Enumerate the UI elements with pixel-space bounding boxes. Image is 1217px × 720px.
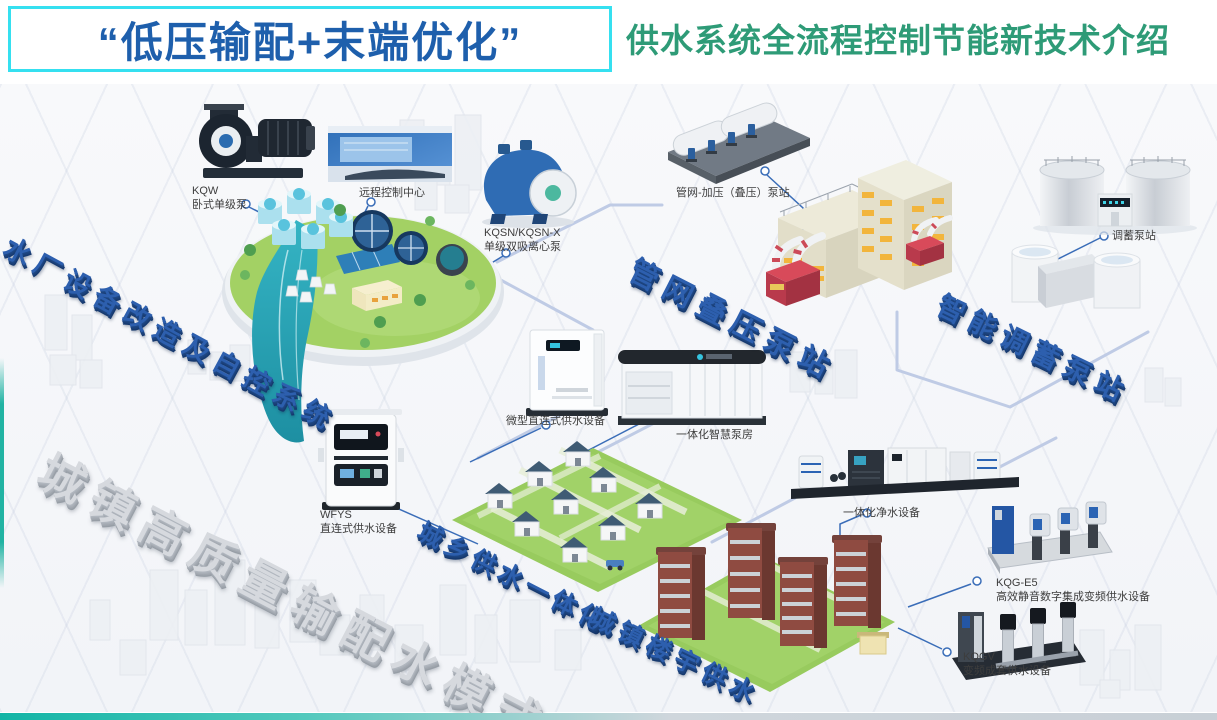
label-smart-pump-house: 一体化智慧泵房: [676, 428, 753, 442]
label-pressurized-station-desc: 管网-加压（叠压）泵站: [676, 187, 790, 199]
label-kqg-e5-desc: 高效静音数字集成变频供水设备: [996, 591, 1150, 604]
label-wfys: WFYS 直连式供水设备: [320, 508, 397, 537]
page-title: 供水系统全流程控制节能新技术介绍: [626, 22, 1170, 59]
label-kqgv-desc: 变频成套供水设备: [963, 665, 1051, 678]
apartments-art: [638, 523, 895, 692]
label-kqgv-model: KQGV: [963, 651, 995, 663]
label-kqg-e5: KQG-E5 高效静音数字集成变频供水设备: [996, 576, 1150, 605]
network-station-buildings-art: [766, 160, 953, 306]
label-micro-direct-desc: 微型直连式供水设备: [506, 415, 605, 427]
label-wfys-model: WFYS: [320, 509, 352, 521]
label-kqw-desc: 卧式单级泵: [192, 199, 247, 212]
kqw-pump-art: [199, 104, 315, 178]
label-purification: 一体化净水设备: [843, 506, 920, 520]
bottom-accent-bar: [0, 713, 1217, 720]
label-kqgv: KQGV 变频成套供水设备: [963, 650, 1051, 679]
pressurized-station-art: [668, 102, 810, 184]
title-badge: “低压输配+末端优化”: [8, 6, 612, 72]
micro-direct-cabinet-art: [526, 329, 608, 416]
label-purification-desc: 一体化净水设备: [843, 507, 920, 519]
smart-pump-house-art: [618, 350, 766, 425]
label-kqsn: KQSN/KQSN-X 单级双吸离心泵: [484, 226, 561, 255]
kqg-e5-pump-set-art: [987, 501, 1113, 574]
wfys-cabinet-art: [318, 409, 404, 510]
kqsn-pump-art: [482, 140, 577, 228]
remote-control-room-art: [328, 126, 452, 182]
pipe-network: [476, 203, 1150, 544]
label-micro-direct: 微型直连式供水设备: [506, 414, 605, 428]
label-kqw: KQW 卧式单级泵: [192, 184, 247, 213]
label-wfys-desc: 直连式供水设备: [320, 523, 397, 536]
label-pressurized-station: 管网-加压（叠压）泵站: [676, 186, 790, 200]
storage-station-tanks-art: [1033, 156, 1197, 235]
label-remote-center-desc: 远程控制中心: [359, 187, 425, 199]
water-plant-island-art: [222, 188, 504, 443]
label-storage-station-desc: 调蓄泵站: [1112, 230, 1156, 242]
label-remote-center: 远程控制中心: [337, 186, 447, 200]
badge-text: “低压输配+末端优化”: [97, 18, 523, 66]
label-kqsn-model: KQSN/KQSN-X: [484, 227, 561, 239]
purification-platform-art: [791, 447, 1019, 499]
label-kqw-model: KQW: [192, 185, 219, 197]
smart-storage-tanks-art: [1011, 244, 1141, 309]
label-storage-station: 调蓄泵站: [1112, 229, 1156, 243]
label-kqsn-desc: 单级双吸离心泵: [484, 241, 561, 254]
label-kqg-e5-model: KQG-E5: [996, 577, 1038, 589]
kqgv-pump-set-art: [952, 602, 1086, 680]
label-smart-pump-house-desc: 一体化智慧泵房: [676, 429, 753, 441]
left-accent-bar: [0, 358, 4, 588]
